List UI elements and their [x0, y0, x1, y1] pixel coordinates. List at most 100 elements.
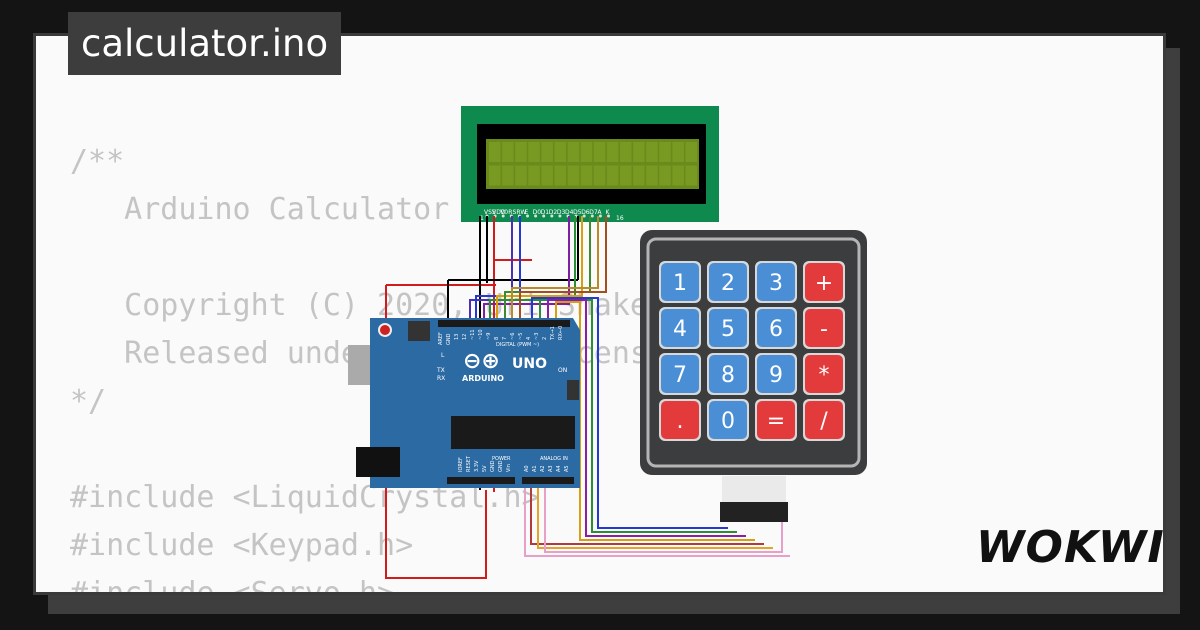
- key-digit[interactable]: 9: [755, 353, 797, 395]
- analog-header-label: ANALOG IN: [540, 456, 568, 462]
- key-label: 6: [769, 317, 783, 342]
- key-digit[interactable]: 3: [755, 261, 797, 303]
- lcd-pin[interactable]: [582, 214, 586, 218]
- lcd-pin-label: E: [525, 209, 529, 216]
- analog-header: [522, 477, 574, 484]
- lcd-pin[interactable]: [526, 214, 529, 218]
- key-face: [805, 401, 843, 439]
- lcd-pin-label: D3: [557, 209, 566, 216]
- board-pin-label: TX→1: [550, 326, 556, 341]
- key-digit[interactable]: 0: [707, 399, 749, 441]
- board-pin-label: 13: [454, 334, 460, 340]
- key-label: 5: [721, 317, 735, 342]
- board-pin-label: ~3: [534, 333, 540, 340]
- board-pin-label: ~10: [478, 329, 484, 340]
- lcd-cell: [633, 142, 645, 162]
- lcd-cell: [541, 142, 553, 162]
- key-face: [805, 309, 843, 347]
- gnd-label: GND: [446, 333, 452, 345]
- lcd-cell: [646, 165, 658, 186]
- lcd-pin[interactable]: [607, 214, 610, 218]
- lcd-pin[interactable]: [501, 214, 505, 218]
- aref-label: AREF: [438, 332, 444, 345]
- lcd-pin-label: D5: [573, 209, 582, 216]
- lcd-pin[interactable]: [534, 214, 538, 218]
- board-pin-label: ~9: [486, 333, 492, 340]
- lcd-pin[interactable]: [542, 214, 546, 218]
- lcd-pin-label: A: [597, 209, 602, 216]
- board-pin-label: RESET: [466, 455, 472, 472]
- key-digit[interactable]: 2: [707, 261, 749, 303]
- lcd-cell: [672, 165, 684, 186]
- lcd-cell: [606, 142, 619, 162]
- key-digit[interactable]: 4: [659, 307, 701, 349]
- key-op[interactable]: .: [659, 399, 701, 441]
- key-label: 7: [673, 363, 687, 388]
- lcd-pin[interactable]: [550, 214, 554, 218]
- lcd-pin[interactable]: [558, 214, 562, 218]
- board-pin-label: RX←0: [558, 326, 564, 340]
- board-pin-label: ~11: [470, 329, 476, 340]
- board-pin-label: A1: [532, 465, 538, 472]
- arduino-uno-board[interactable]: ⊖⊕ UNO ARDUINO DIGITAL (PWM ~) L TX RX O…: [348, 318, 580, 488]
- key-face: [709, 401, 747, 439]
- key-label: 4: [673, 317, 687, 342]
- lcd-cell: [489, 165, 501, 186]
- lcd-cell: [528, 142, 540, 162]
- lcd-pin-label: VDD: [492, 209, 506, 216]
- key-face: [661, 355, 699, 393]
- lcd-cell: [580, 142, 593, 162]
- lcd-cell: [593, 142, 606, 162]
- key-label: .: [677, 409, 684, 434]
- key-label: 0: [721, 409, 735, 434]
- lcd-pin-label: K: [606, 209, 611, 216]
- arduino-logo-icon: ⊖⊕: [463, 349, 500, 374]
- key-face: [757, 309, 795, 347]
- lcd-pin[interactable]: [590, 214, 594, 218]
- key-face: [757, 401, 795, 439]
- board-pin-label: ~5: [518, 333, 524, 340]
- digital-header-label: DIGITAL (PWM ~): [496, 342, 539, 348]
- board-pin-label: 7: [502, 337, 508, 340]
- key-face: [757, 263, 795, 301]
- code-line: /**: [70, 144, 125, 179]
- key-label: 1: [673, 271, 687, 296]
- key-digit[interactable]: 1: [659, 261, 701, 303]
- board-pin-label: IOREF: [458, 457, 464, 472]
- key-label: +: [815, 271, 833, 296]
- lcd-cell: [554, 142, 566, 162]
- board-pin-label: GND: [490, 460, 496, 472]
- key-digit[interactable]: 8: [707, 353, 749, 395]
- key-op[interactable]: /: [803, 399, 845, 441]
- lcd-cell: [646, 142, 658, 162]
- key-digit[interactable]: 6: [755, 307, 797, 349]
- key-op[interactable]: *: [803, 353, 845, 395]
- key-digit[interactable]: 5: [707, 307, 749, 349]
- file-name-tab: calculator.ino: [68, 12, 342, 75]
- lcd-cell: [620, 165, 632, 186]
- board-pin-label: 8: [494, 337, 500, 340]
- key-op[interactable]: +: [803, 261, 845, 303]
- lcd-character-cells: [489, 142, 697, 186]
- lcd-pin-label: RS: [508, 209, 516, 216]
- keypad-ribbon: [722, 476, 786, 502]
- lcd-cell: [502, 165, 514, 186]
- led-tx-label: TX: [436, 367, 445, 374]
- key-digit[interactable]: 7: [659, 353, 701, 395]
- reset-button[interactable]: [378, 323, 392, 337]
- key-op[interactable]: -: [803, 307, 845, 349]
- wokwi-logo: WOKWI: [976, 522, 1165, 573]
- key-label: /: [820, 409, 828, 434]
- lcd-cell: [554, 165, 566, 186]
- code-line: Arduino Calculator: [70, 192, 450, 227]
- key-op[interactable]: =: [755, 399, 797, 441]
- lcd-pin[interactable]: [598, 214, 602, 218]
- lcd-cell: [685, 142, 697, 162]
- lcd-cell: [659, 142, 671, 162]
- power-header: [447, 477, 515, 484]
- lcd-cell: [489, 142, 501, 162]
